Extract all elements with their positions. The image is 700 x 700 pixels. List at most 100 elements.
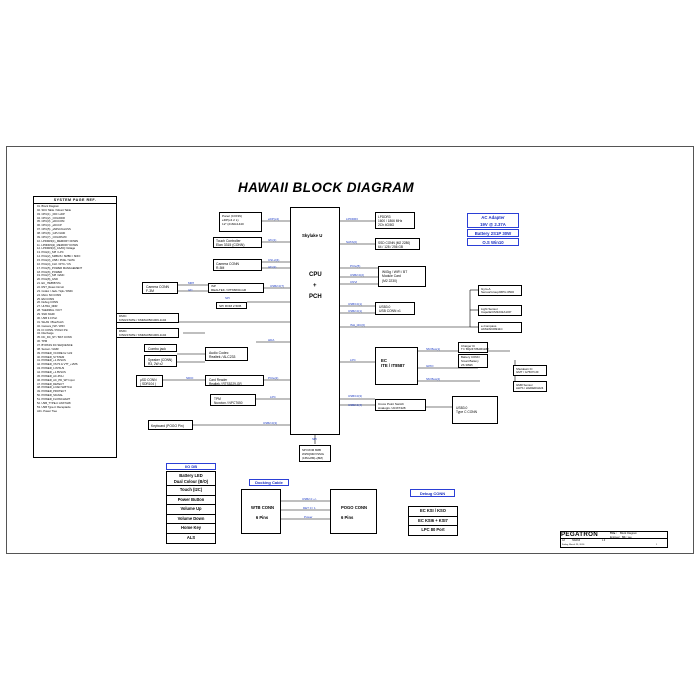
block-label: USB3.0 [456,406,468,410]
cpu-model: Skylake U [302,233,323,238]
sig-smbus2: SM Bus(2) [426,377,441,381]
block-label: Smart Battery [461,358,479,363]
brand-logo: PEGATRON [561,531,599,538]
index-item: 53. USB Type-C Receptacle [37,405,71,409]
block-label: SPI ROM 2.5KB [219,304,242,308]
index-item: 43. POWER_1.8VSUS [37,367,65,371]
io-item: Power Button [167,496,215,506]
cpu-pch-block: Skylake U CPU + PCH [290,207,340,435]
block-label: 1600 / 1866 MHz [378,218,403,223]
block-label: Friday, March 25, 2016 [562,544,585,546]
keyboard-pogo: Keyboard (POGO Pin) [148,420,193,430]
block-label: W25Q64FVSSIG [302,451,325,456]
block-label: 6 Pins [341,515,354,520]
block-label: GMT / G7507CJF [516,370,539,375]
block-label: WiGig / WiFi / BT [382,270,408,274]
block-label: Charger IC [461,343,476,348]
block-label: DMIC [119,329,127,333]
block-label: ISP [211,284,216,288]
sig-wifi-usb: USB2.0(2) [350,273,365,277]
block-label: REALTEK / RTS5830-GR [211,287,247,292]
index-item: 23. Codec / Jack / Spk / DMIC [37,289,73,293]
block-label: µSD CONN [140,378,157,382]
sig-lpc-tpm: LPC [270,395,276,399]
block-label: KINGSTATE / KMMA0501009-1104 [119,332,167,337]
index-item: A01. Power Tree [37,409,58,413]
block-label: Elan 3315 (CONN) [216,243,245,247]
sig-dock-det: DET 0 / 1 [303,506,316,510]
ssd-conn: SSD CONN (M2 2280)64 / 128 / 256 GB [375,238,420,250]
sig-cnvi: CNVI [350,280,358,284]
index-item: 20. PCH(8)_GND [37,278,58,282]
sig-wifi-pcie: PCIe(5) [350,264,361,268]
sig-usbc-usb3: USB3.0(3) [348,394,363,398]
block-label: 2Ch 4G/8G [378,222,395,227]
diagram-title: HAWAII BLOCK DIAGRAM [238,180,414,195]
block-label: µSD CONN( SDR104 ) [140,378,157,386]
index-item: 22. RST_Reset Circuit [37,286,64,290]
index-item: 25. EM CONN [37,297,55,301]
debug-list: EC KSI / KSO EC KSI6 + KSI7 LPC 80 Port [408,506,458,536]
index-item: 16. PCH(4)_CLK / RTC / CS [37,262,71,266]
block-label: LPDDR3 [378,214,391,219]
block-label: Nuvoton / NPCT650 [214,401,243,405]
block-label: Cross Point Switch [378,402,404,406]
sig-usb3-1: USB3.0(1) [348,302,363,306]
index-item: 19. PCH(7)_SPI / EMC [37,274,65,278]
index-item: 42. POWER_VSYS & VTT_+VMS [37,363,78,367]
os-box: O.S Win10 [467,238,519,246]
index-item: 17. PCH(5)_POWER MANAGEMENT [37,266,83,270]
io-item: Home Key [167,524,215,534]
block-label: SSD CONN (M2 2280)64 / 128 / 256 GB [378,241,410,249]
panel-conn: Panel (CONN)eDP(x4 2 L)12" (2160x1440 [219,212,262,232]
block-label [560,539,668,548]
index-item: 01. Block Diagram [37,205,59,208]
index-item: 24. Micro SD CONN [37,293,62,297]
block-label: AKM/AK09911C [481,327,503,332]
block-label: Title : [610,532,617,535]
index-item: 36. TPM [37,340,48,344]
sig-sata: SATA(0) [346,240,358,244]
spi-rom: SPI ROM 2.5KB [216,302,247,309]
block-label: Gyro-A [481,286,491,291]
io-db-heading: I/O DB [166,463,216,470]
index-item: 27. ULTRA_DDR [37,305,58,309]
index-item: 31. WLAN / BlueTooth [37,320,64,324]
index-item: 15. PCH(3)_USB / PCIE / SATA [37,259,75,263]
debug-heading: Debug CONN [410,489,455,497]
adapter-rating: 19V @ 2.37A [480,221,506,227]
block-label: Combo jack [148,346,166,351]
block-label: 2S 30Wh [461,362,473,367]
index-item: 48. POWER_LOAD SWITCH [37,386,72,390]
sig-dock-power: Power [304,515,313,519]
sig-pcie2: PCIe(2) [268,376,279,380]
block-label: USB CONN x1 [379,309,401,314]
index-item: 34. Discharge [37,332,54,336]
sig-sdio: SDIO [186,376,194,380]
sig-spi-bottom: SPI [312,437,317,441]
block-label: Type C CONN [456,410,478,415]
index-item: 28. THERMAL / NCT [37,309,62,313]
index-item: 09. CPU(7) _CFG/RSVD [37,235,67,239]
